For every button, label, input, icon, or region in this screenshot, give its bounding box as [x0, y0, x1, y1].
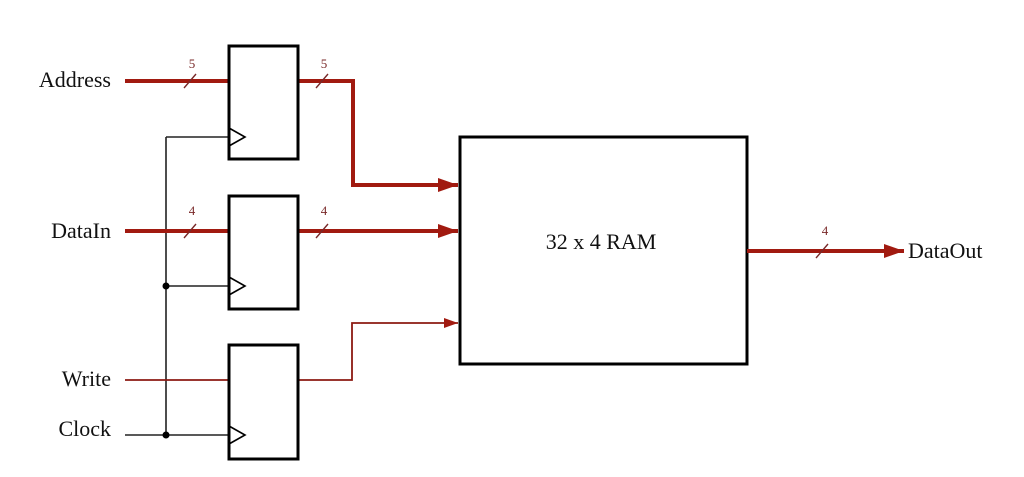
write-label: Write — [62, 366, 111, 391]
bus-width-slash — [315, 73, 329, 89]
dataout-width-label: 4 — [822, 223, 829, 238]
bus-width-slash — [815, 243, 829, 259]
write-register — [227, 343, 300, 461]
bus-width-slash — [183, 73, 197, 89]
clock-input-triangle-icon — [228, 127, 247, 147]
clock-net — [125, 136, 229, 439]
clock-label: Clock — [58, 416, 111, 441]
datain-width-label: 4 — [189, 203, 196, 218]
datain-label: DataIn — [51, 218, 111, 243]
datain-out-width-label: 4 — [321, 203, 328, 218]
address-register-to-ram-wire — [298, 79, 458, 192]
junction-dot — [162, 431, 170, 439]
datain-register — [227, 194, 300, 311]
ram-label: 32 x 4 RAM — [546, 229, 657, 254]
register-box — [227, 44, 300, 161]
clock-input-triangle-icon — [228, 276, 247, 296]
address-register — [227, 44, 300, 161]
address-out-width-label: 5 — [321, 56, 328, 71]
register-box — [227, 343, 300, 461]
address-label: Address — [39, 67, 111, 92]
address-width-label: 5 — [189, 56, 196, 71]
ram-block: 32 x 4 RAM — [458, 135, 749, 366]
write-signal — [125, 318, 458, 381]
bus-width-slash — [183, 223, 197, 239]
write-register-to-ram-wire — [298, 318, 458, 381]
junction-dot — [162, 282, 170, 290]
address-bus: 5 5 — [125, 56, 458, 192]
datain-bus: 4 4 — [125, 203, 458, 239]
dataout-label: DataOut — [908, 238, 983, 263]
dataout-bus: 4 DataOut — [747, 223, 983, 263]
register-box — [227, 194, 300, 311]
bus-width-slash — [315, 223, 329, 239]
clock-input-triangle-icon — [228, 425, 247, 445]
